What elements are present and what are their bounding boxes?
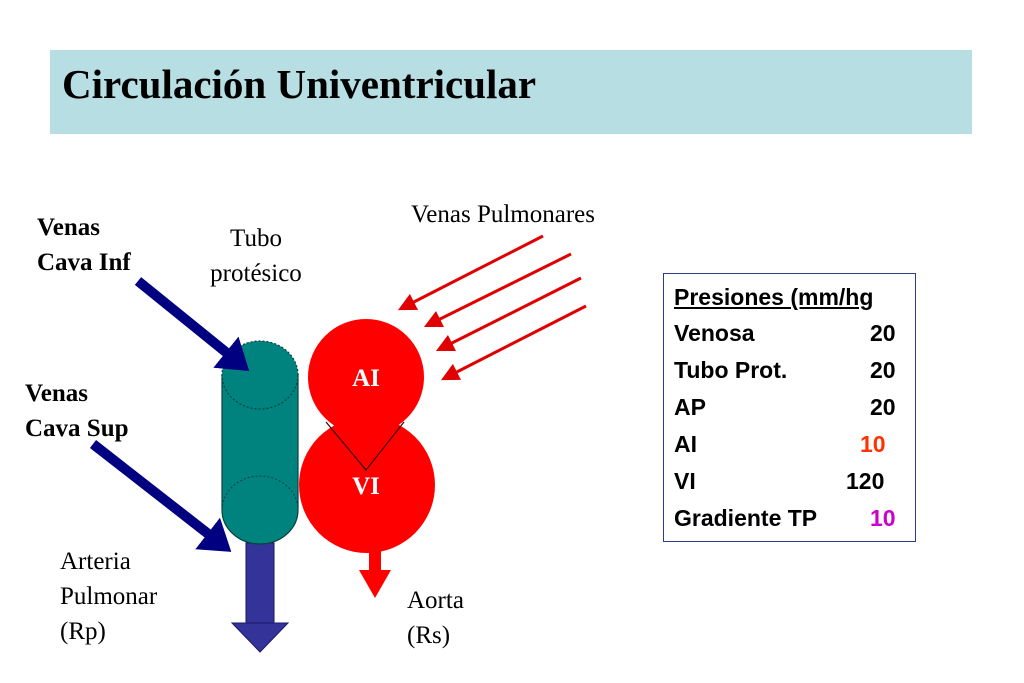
ventricle-vi-label: VI [352,473,380,500]
tubo-protesico-line-2: protésico [210,260,302,287]
arteria-pulmonar-label: Arteria Pulmonar (Rp) [60,544,157,649]
pressure-row-gradiente-tp: Gradiente TP [674,505,818,531]
pressure-value-ai: 10 [860,431,886,457]
venas-cava-inf-line-1: Venas [37,214,100,241]
pressures-box: Presiones (mm/hg Venosa 20 Tubo Prot. 20… [663,273,916,542]
pressure-value-ap: 20 [870,394,896,420]
pressure-value-vi: 120 [846,468,885,494]
venas-cava-sup-label: Venas Cava Sup [25,376,129,446]
pressure-value-gradiente-tp: 10 [870,505,896,531]
venas-cava-sup-line-2: Cava Sup [25,415,129,442]
aorta-label: Aorta (Rs) [407,583,464,653]
pulmonary-vein-arrow-3 [435,276,582,352]
tubo-protesico-line-1: Tubo [230,225,282,252]
venas-cava-inf-line-2: Cava Inf [37,249,131,276]
aorta-line-1: Aorta [407,587,464,614]
prosthetic-tube [221,340,299,545]
atrioventricular-valve-line [325,421,405,471]
aorta-line-2: (Rs) [407,622,451,649]
venas-cava-sup-line-1: Venas [25,380,88,407]
pressure-row-ap: AP [674,394,706,420]
pressure-value-tubo-prot: 20 [870,357,896,383]
venas-cava-sup-arrow [89,440,232,552]
pressure-row-vi: VI [674,468,696,494]
pulmonary-vein-arrow-2 [423,252,572,328]
venas-pulmonares-label: Venas Pulmonares [411,201,595,228]
page-title: Circulación Univentricular [62,61,537,107]
pulmonary-artery-arrow [230,542,290,653]
tubo-protesico-label: Tubo protésico [196,221,316,291]
atrium-ai-shape [308,319,424,435]
title-bar: Circulación Univentricular [50,50,972,134]
pressure-row-tubo-prot: Tubo Prot. [674,357,788,383]
pressure-row-ai: AI [674,431,697,457]
pressure-row-venosa: Venosa [674,320,755,346]
pulmonary-vein-arrow-1 [397,234,544,311]
ventricle-vi-shape [299,417,435,553]
aorta-arrow [359,550,391,598]
pressures-title: Presiones (mm/hg [674,284,874,310]
arteria-pulmonar-line-1: Arteria [60,548,131,575]
pressure-value-venosa: 20 [870,320,896,346]
atrium-ai-label: AI [352,365,380,392]
arteria-pulmonar-line-3: (Rp) [60,618,106,645]
arteria-pulmonar-line-2: Pulmonar [60,583,158,610]
venas-cava-inf-label: Venas Cava Inf [37,210,131,280]
pulmonary-vein-arrow-4 [440,304,587,381]
venas-cava-inf-arrow [134,277,250,372]
